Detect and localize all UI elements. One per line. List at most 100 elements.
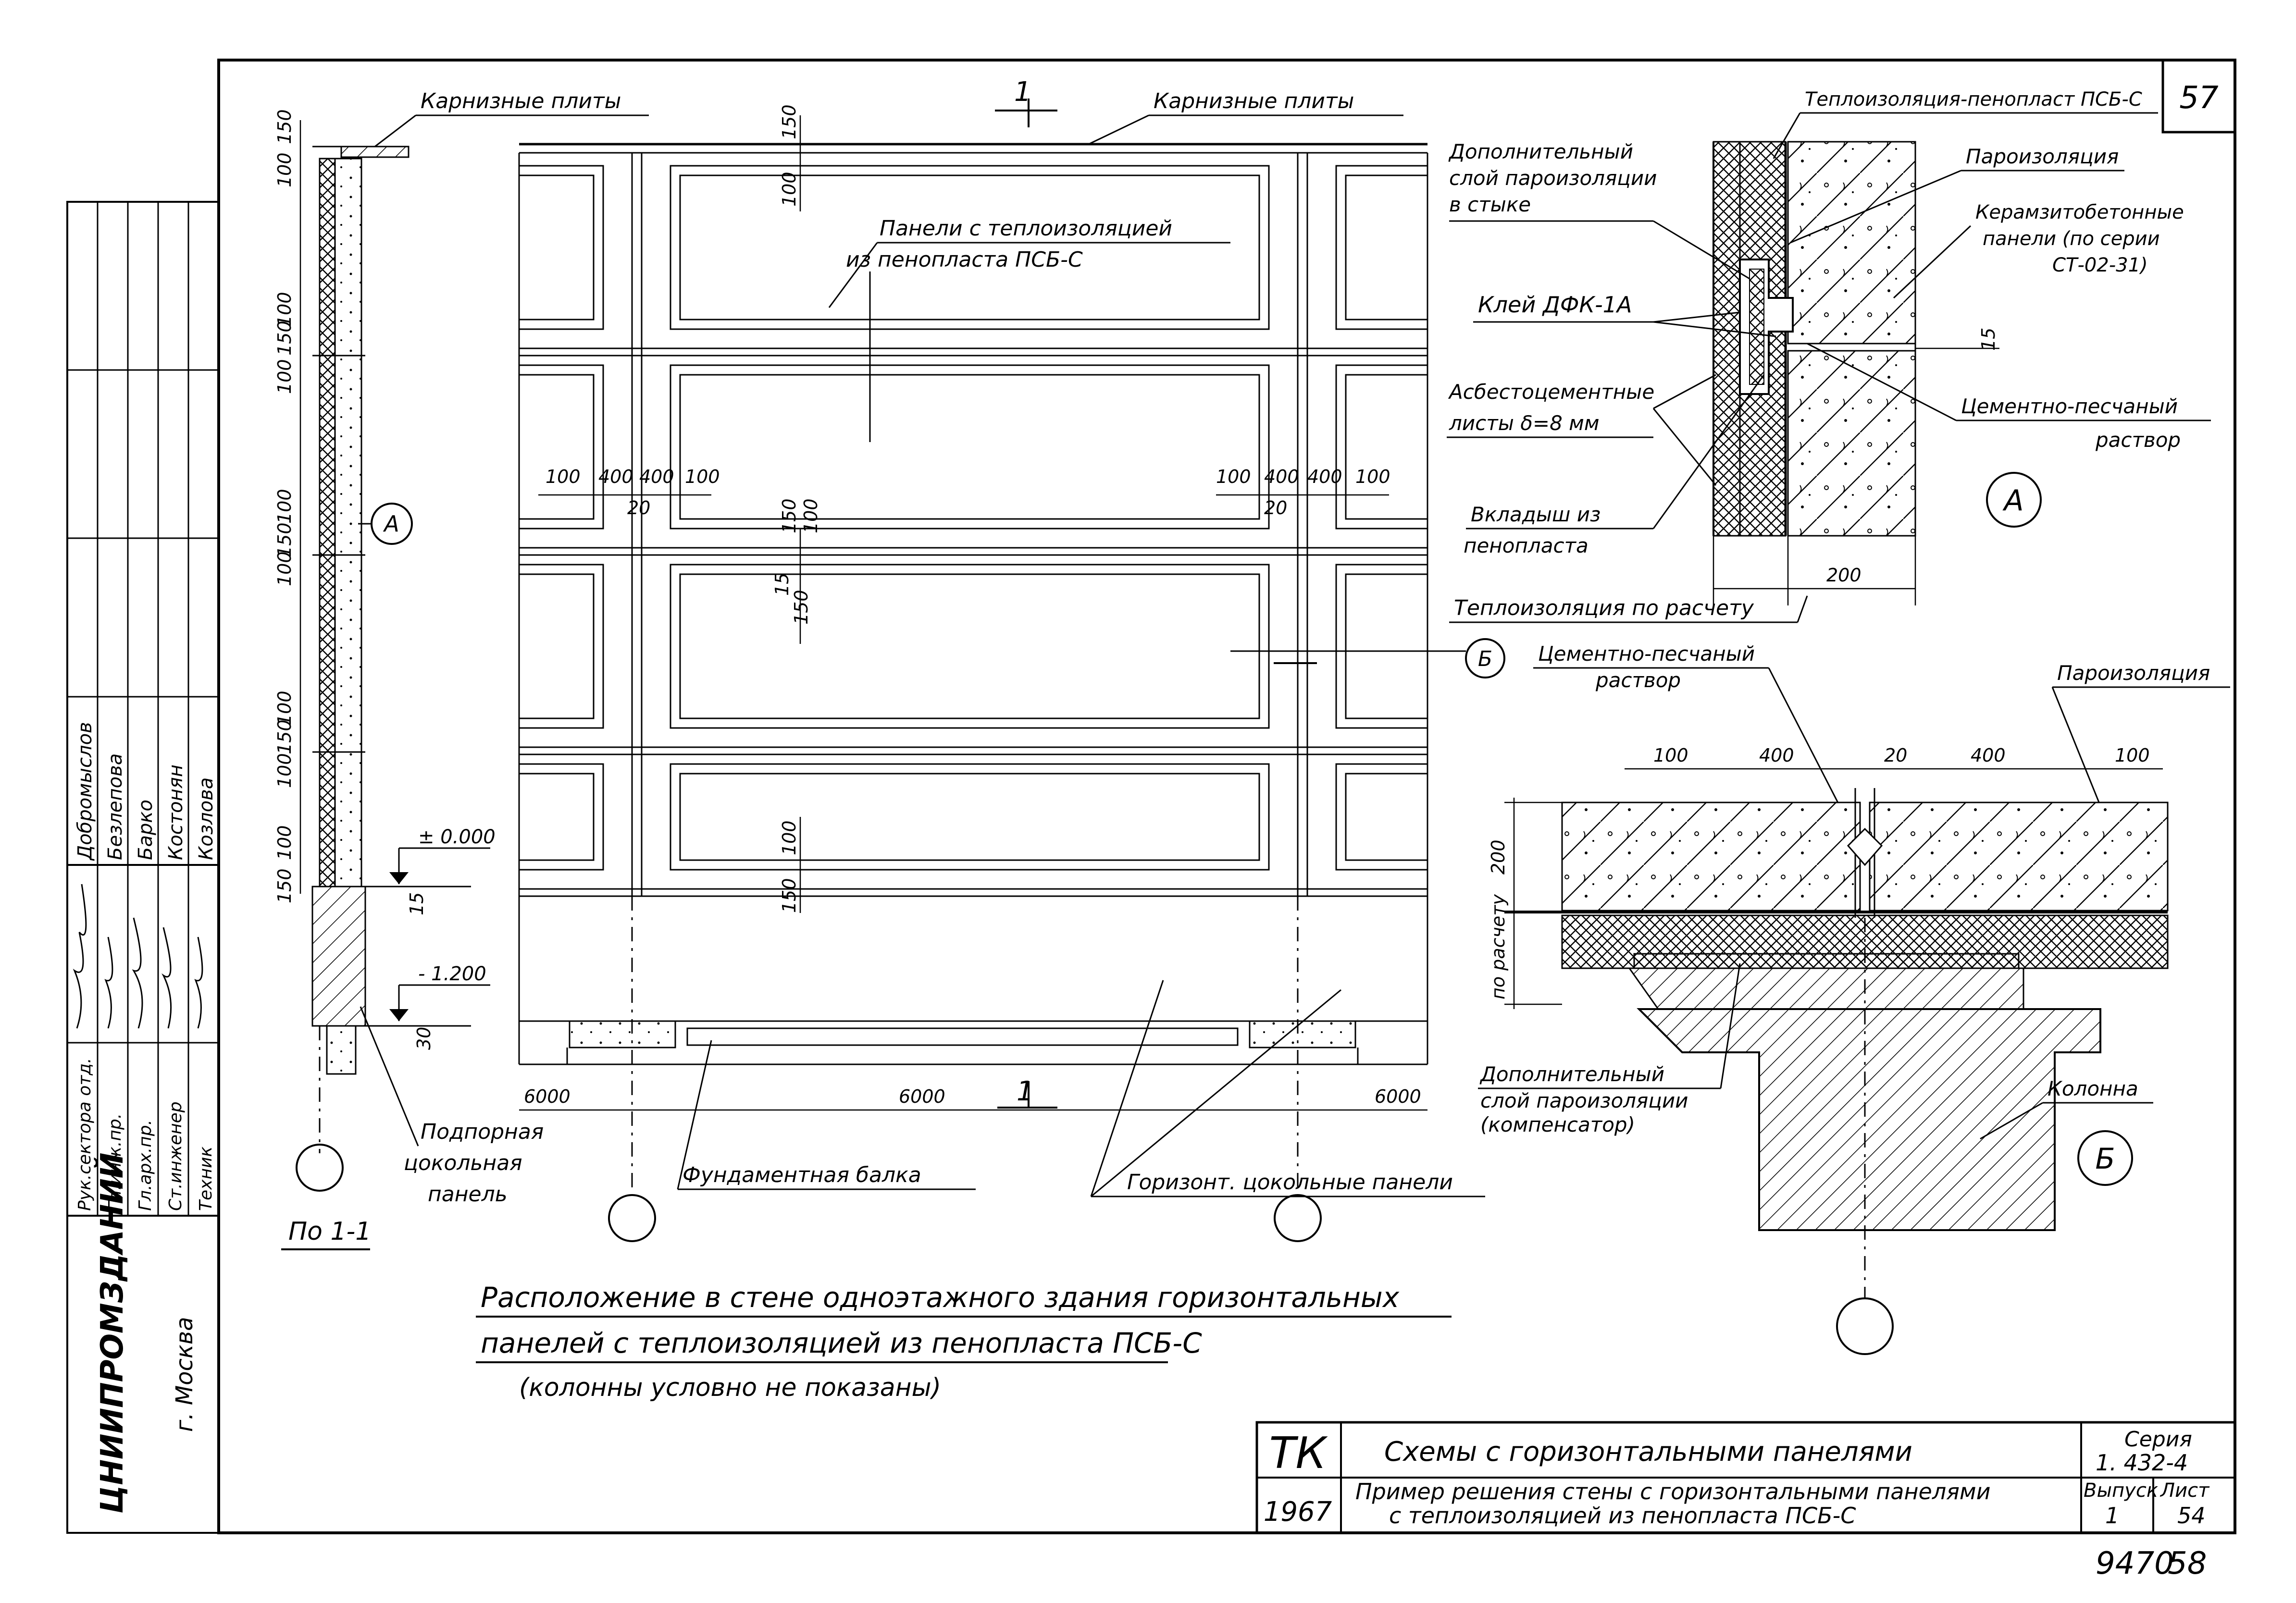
span-left: 6000 [524,1086,571,1107]
role-1: Гл.инж.пр. [105,1113,125,1211]
handwritten-bottom-left: 9470 [2096,1546,2174,1581]
panels-label-1: Панели с теплоизоляцией [880,216,1172,241]
sheet-number-top: 57 [2179,80,2219,116]
detail-b-vapor: Пароизоляция [2057,661,2210,685]
elevation: 1 Карнизные плиты [518,76,1505,1242]
section-dim-8: 100 [274,691,295,726]
plinth-label-0: Подпорная [421,1120,544,1144]
caption-line3: (колонны условно не показаны) [519,1373,941,1402]
dims-vert-3: 100 [800,498,821,533]
detail-a-mortar-1: раствор [2095,428,2181,452]
signature-2 [132,917,143,1029]
dims-right-2: 400 [1307,466,1342,487]
name-3: Костонян [165,765,187,860]
elev-cornice-label: Карнизные плиты [1154,89,1354,113]
dims-vert-6: 100 [779,820,800,855]
dims-left-2: 400 [639,466,674,487]
dims-left-1: 400 [598,466,633,487]
section-1-1: Карнизные плиты 150 100 100 150 100 100 … [274,89,649,1250]
role-3: Ст.инженер [166,1101,186,1211]
stamp-title2: Пример решения стены с горизонтальными п… [1355,1479,1991,1504]
section-dim-0: 150 [274,109,295,144]
plinth-label-2: панель [428,1182,508,1207]
role-4: Техник [196,1147,216,1211]
dims-vert-0: 150 [779,104,800,139]
detail-b-extra-vapor-0: Дополнительный [1479,1062,1664,1086]
stamp-year: 1967 [1264,1496,1332,1528]
name-1: Безлепова [104,753,126,860]
section-cornice-label: Карнизные плиты [421,89,621,113]
detail-b-extra-vapor-1: слой пароизоляции [1480,1089,1688,1112]
elev-axis-bubble-right [1274,1194,1322,1242]
section-dim-10: 100 [274,753,295,788]
section-dim-6: 150 [274,522,295,557]
elev-detail-b-circle [1465,638,1505,678]
dims-vert-4: 15 [771,573,793,596]
detail-b-dim-200: 200 [1488,839,1509,875]
section-dim-5: 100 [274,489,295,524]
detail-b-mortar-0: Цементно-песчаный [1538,642,1755,666]
section-dim-2: 100 [274,292,295,327]
dims-vert-2: 150 [779,498,800,533]
detail-b-extra-vapor-2: (компенсатор) [1480,1113,1635,1136]
detail-a-mark: А [2002,484,2023,518]
drawing-caption: Расположение в стене одноэтажного здания… [476,1281,1452,1402]
section-cut-label: По 1-1 [288,1217,371,1246]
detail-b-dim-1: 400 [1759,745,1794,766]
dims-vert-5: 150 [791,590,812,625]
detail-a-keramzit-1: панели (по серии [1983,228,2160,250]
detail-b-dim-calc: по расчету [1488,894,1509,999]
detail-a-glue: Клей ДФК-1А [1478,292,1632,318]
detail-b: Цементно-песчаный раствор Пароизоляция 1… [1478,642,2230,1355]
detail-b-column: Колонна [2048,1077,2138,1100]
level-minus: - 1.200 [418,963,486,985]
dims-left-3: 100 [685,466,720,487]
detail-a-insert-0: Вкладыш из [1471,503,1601,526]
name-4: Козлова [195,777,217,860]
elev-axis-bubble-left [608,1194,656,1242]
detail-b-dim-3: 400 [1971,745,2006,766]
dims-right-0: 100 [1216,466,1251,487]
dims-left-4: 20 [627,497,650,518]
signature-0 [73,884,87,1029]
panels-label-2: из пенопласта ПСБ-С [846,247,1083,272]
stamp-tk: ТК [1269,1428,1328,1479]
elev-detail-b-mark: Б [1478,647,1492,671]
caption-line2: панелей с теплоизоляцией из пенопласта П… [481,1327,1202,1359]
stamp-title3: с теплоизоляцией из пенопласта ПСБ-С [1389,1503,1856,1529]
section-dim-7: 100 [274,551,295,586]
left-strip: Рук.сектора отд. Гл.инж.пр. Гл.арх.пр. С… [66,201,220,1534]
stamp-sheet-value: 54 [2177,1503,2206,1529]
section-dim-15: 15 [406,892,427,915]
stamp-title1: Схемы с горизонтальными панелями [1384,1436,1912,1467]
stamp-issue-value: 1 [2105,1503,2119,1529]
name-0: Добромыслов [74,722,96,861]
role-0: Рук.сектора отд. [75,1058,95,1211]
org-name: ЦНИИПРОМЗДАНИЙ [94,1153,130,1514]
detail-a: Теплоизоляция-пенопласт ПСБ-С Дополнител… [1447,88,2211,623]
caption-line1: Расположение в стене одноэтажного здания… [481,1281,1400,1314]
detail-b-dim-4: 100 [2115,745,2150,766]
foundation-label: Фундаментная балка [683,1163,921,1187]
section-dim-11: 100 [274,825,295,860]
detail-a-extra-vapor-1: слой пароизоляции [1449,166,1657,190]
span-right: 6000 [1375,1086,1421,1107]
role-2: Гл.арх.пр. [136,1120,155,1211]
stamp-series-label: Серия [2124,1427,2192,1452]
dims-right-3: 100 [1355,466,1390,487]
title-block: ТК 1967 Схемы с горизонтальными панелями… [1255,1421,2236,1534]
name-2: Барко [135,800,157,860]
signature-1 [104,937,113,1029]
stamp-issue-label: Выпуск [2084,1480,2158,1502]
dims-left-0: 100 [546,466,581,487]
signature-3 [161,927,172,1029]
detail-a-extra-vapor-0: Дополнительный [1448,140,1633,163]
level-zero: ± 0.000 [418,826,496,848]
detail-a-mortar-0: Цементно-песчаный [1961,395,2178,418]
detail-b-dim-0: 100 [1653,745,1688,766]
detail-a-dim-200: 200 [1826,565,1862,586]
dims-vert-7: 150 [779,878,800,913]
section-dim-1: 100 [274,152,295,187]
detail-a-vapor: Пароизоляция [1966,145,2119,168]
